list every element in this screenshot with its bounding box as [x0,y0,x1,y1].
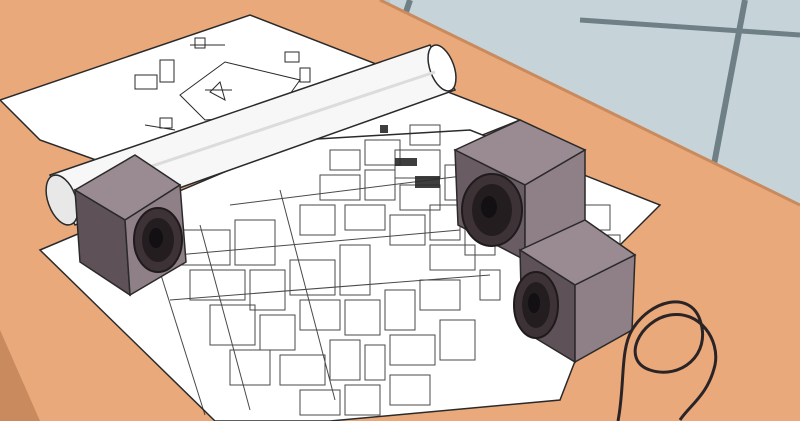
speaker-cable [616,300,718,421]
speaker-back-right [453,119,587,262]
speaker-left [73,154,187,297]
speaker-front-right [513,219,637,364]
